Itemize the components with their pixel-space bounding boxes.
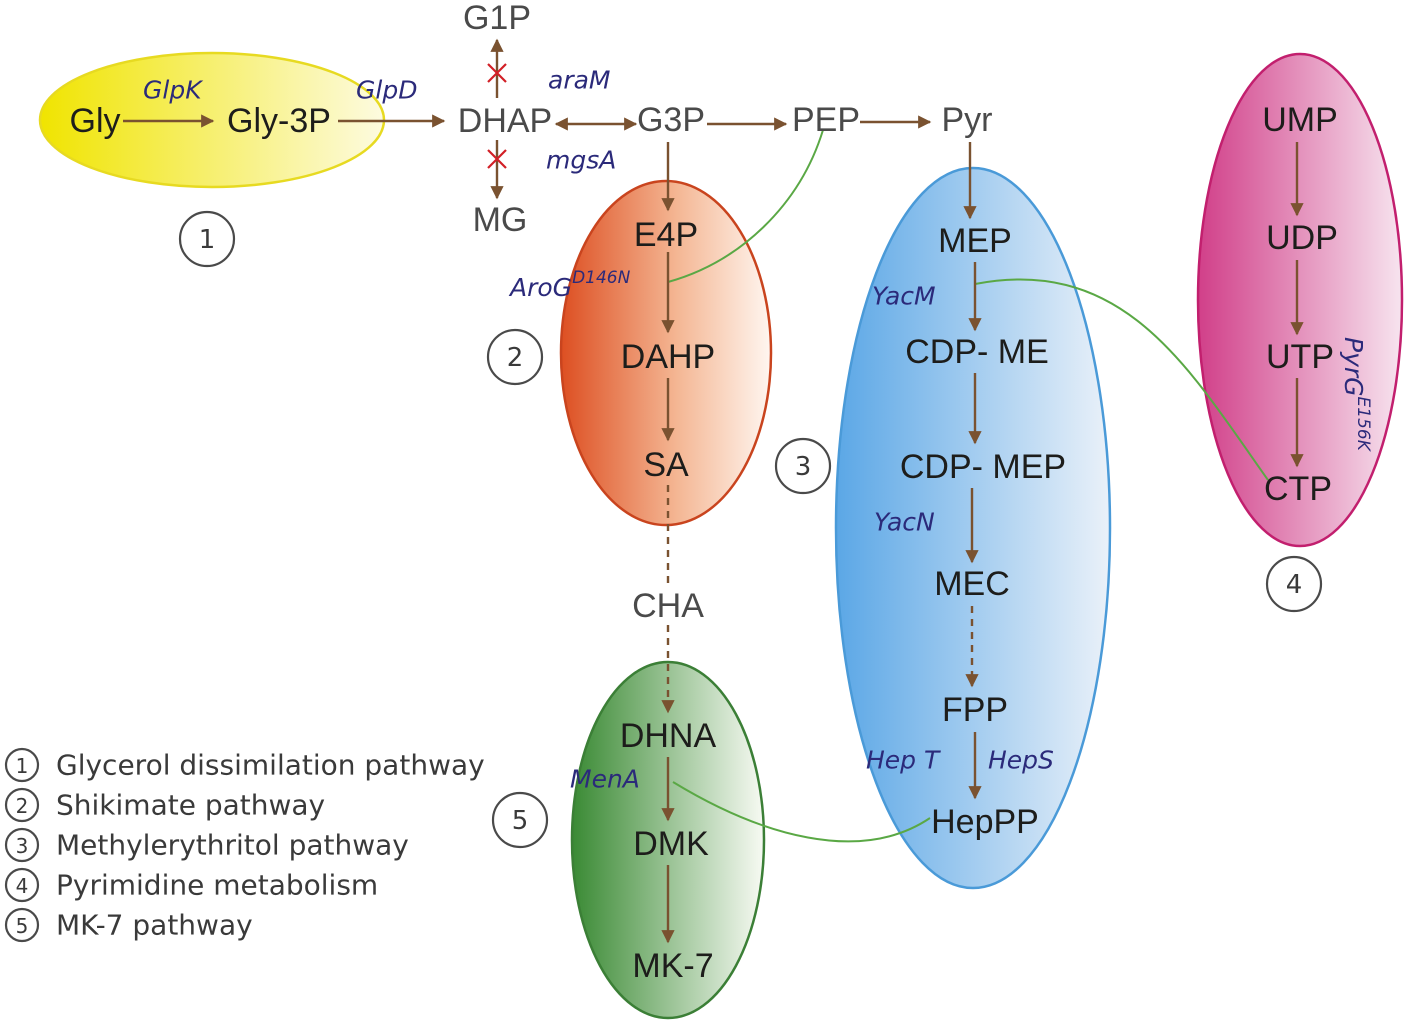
metabolite-mep: MEP bbox=[938, 222, 1012, 260]
enzyme-mena: MenA bbox=[570, 765, 640, 794]
enzyme-glpk: GlpK bbox=[143, 76, 204, 105]
svg-text:5: 5 bbox=[16, 914, 29, 938]
pathway-number-5: 5 bbox=[491, 791, 549, 849]
legend: 1 Glycerol dissimilation pathway 2 Shiki… bbox=[4, 747, 485, 943]
svg-text:Shikimate pathway: Shikimate pathway bbox=[56, 789, 325, 822]
enzyme-arog-name: AroG bbox=[508, 273, 572, 302]
enzyme-arog-mutation: D146N bbox=[572, 268, 631, 288]
mk7-pathway-ellipse bbox=[570, 660, 766, 1020]
svg-text:Methylerythritol pathway: Methylerythritol pathway bbox=[56, 829, 409, 862]
enzyme-aram: araM bbox=[548, 66, 611, 95]
metabolite-pyr: Pyr bbox=[942, 101, 993, 139]
metabolite-mg: MG bbox=[473, 201, 528, 239]
pep-to-arog-link bbox=[667, 129, 824, 283]
svg-text:5: 5 bbox=[512, 806, 529, 836]
yacm-to-ctp-link bbox=[974, 278, 1269, 481]
mena-to-heppp-link bbox=[672, 781, 931, 843]
metabolite-utp: UTP bbox=[1266, 338, 1334, 376]
metabolite-pep: PEP bbox=[792, 101, 860, 139]
g1p-block-mark bbox=[487, 63, 507, 83]
metabolite-dhap: DHAP bbox=[458, 102, 552, 140]
legend-item: 4 Pyrimidine metabolism bbox=[4, 867, 378, 903]
enzyme-arog: AroGD146N bbox=[508, 268, 631, 302]
svg-text:1: 1 bbox=[199, 225, 216, 255]
metabolite-mk7: MK-7 bbox=[632, 947, 713, 985]
metabolite-gly3p: Gly-3P bbox=[227, 102, 331, 140]
pyrimidine-pathway-ellipse bbox=[1196, 52, 1404, 548]
enzyme-yacn: YacN bbox=[874, 508, 935, 537]
metabolite-g1p: G1P bbox=[463, 0, 531, 37]
metabolite-heppp: HepPP bbox=[931, 803, 1039, 841]
svg-text:4: 4 bbox=[16, 874, 29, 898]
metabolite-cdp-mep: CDP- MEP bbox=[900, 448, 1066, 486]
svg-text:2: 2 bbox=[16, 794, 29, 818]
metabolite-udp: UDP bbox=[1266, 219, 1338, 257]
metabolite-cha: CHA bbox=[632, 587, 704, 625]
svg-text:3: 3 bbox=[795, 452, 812, 482]
enzyme-hept: Hep T bbox=[866, 746, 941, 775]
metabolite-dhna: DHNA bbox=[620, 717, 717, 755]
metabolite-sa: SA bbox=[643, 446, 689, 484]
enzyme-pyrg: PyrGE156K bbox=[1340, 337, 1374, 453]
metabolite-fpp: FPP bbox=[942, 691, 1008, 729]
shikimate-pathway-ellipse bbox=[559, 179, 773, 527]
svg-text:Pyrimidine metabolism: Pyrimidine metabolism bbox=[56, 869, 378, 902]
enzyme-yacm: YacM bbox=[872, 282, 936, 311]
pathway-number-2: 2 bbox=[486, 328, 544, 386]
metabolite-cdp-me: CDP- ME bbox=[905, 333, 1049, 371]
enzyme-heps: HepS bbox=[988, 746, 1054, 775]
enzyme-pyrg-mutation: E156K bbox=[1353, 397, 1373, 453]
enzyme-glpd: GlpD bbox=[356, 76, 417, 105]
svg-text:2: 2 bbox=[507, 343, 524, 373]
legend-item: 5 MK-7 pathway bbox=[4, 907, 253, 943]
metabolite-g3p: G3P bbox=[637, 101, 705, 139]
metabolite-dahp: DAHP bbox=[621, 338, 715, 376]
legend-item: 1 Glycerol dissimilation pathway bbox=[4, 747, 485, 783]
metabolite-ctp: CTP bbox=[1264, 470, 1332, 508]
metabolite-dmk: DMK bbox=[633, 825, 709, 863]
metabolite-gly: Gly bbox=[70, 102, 121, 140]
enzyme-pyrg-name: PyrG bbox=[1340, 337, 1369, 397]
pathway-number-3: 3 bbox=[774, 437, 832, 495]
metabolite-ump: UMP bbox=[1262, 101, 1338, 139]
svg-text:1: 1 bbox=[16, 754, 29, 778]
svg-text:3: 3 bbox=[16, 834, 29, 858]
legend-item: 3 Methylerythritol pathway bbox=[4, 827, 409, 863]
mg-block-mark bbox=[487, 149, 507, 169]
svg-text:4: 4 bbox=[1286, 570, 1303, 600]
enzyme-mgsa: mgsA bbox=[546, 146, 616, 175]
metabolite-e4p: E4P bbox=[634, 216, 698, 254]
legend-item: 2 Shikimate pathway bbox=[4, 787, 325, 823]
metabolite-mec: MEC bbox=[934, 565, 1010, 603]
svg-text:MK-7 pathway: MK-7 pathway bbox=[56, 909, 253, 942]
pathway-number-1: 1 bbox=[178, 210, 236, 268]
svg-text:Glycerol dissimilation pathway: Glycerol dissimilation pathway bbox=[56, 749, 485, 782]
pathway-number-4: 4 bbox=[1265, 555, 1323, 613]
